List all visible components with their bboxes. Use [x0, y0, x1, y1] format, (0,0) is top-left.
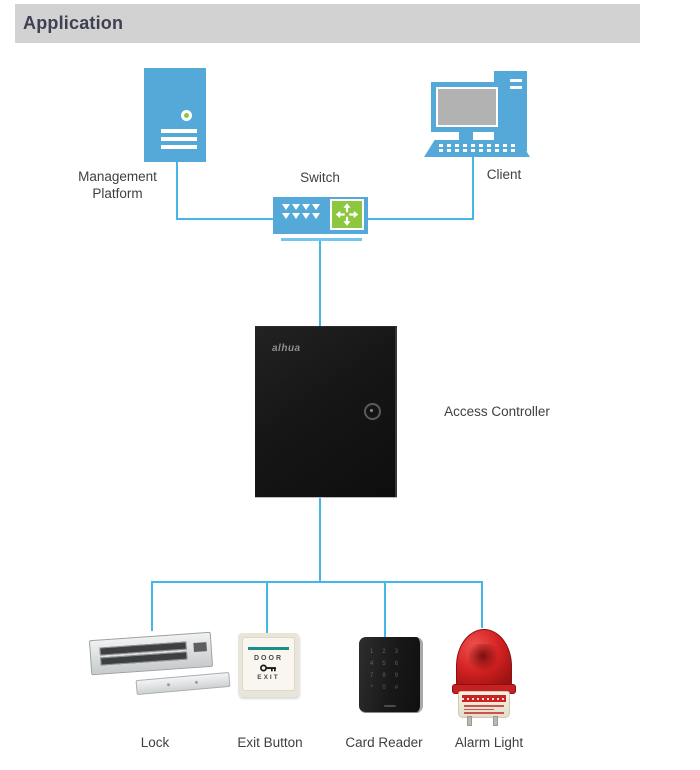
cabinet-lock-icon — [364, 403, 381, 420]
connector-line — [266, 581, 268, 634]
server-vents-icon — [161, 137, 197, 141]
page-title: Application — [23, 13, 124, 33]
switch-port-icon — [292, 213, 300, 219]
alarm-light-image — [449, 627, 517, 726]
connector-line — [368, 218, 474, 220]
connector-line — [151, 581, 483, 583]
server-vents-icon — [161, 129, 197, 133]
server-vents-icon — [161, 145, 197, 149]
alarm-light-label: Alarm Light — [454, 735, 524, 750]
exit-button-door-text: DOOR — [254, 655, 283, 662]
exit-button-image: DOOR EXIT — [238, 633, 299, 697]
route-arrows-icon — [330, 199, 364, 230]
server-icon — [144, 68, 206, 162]
access-controller-label: Access Controller — [444, 404, 550, 419]
exit-button-label: Exit Button — [237, 735, 303, 750]
magnetic-lock-image — [88, 626, 231, 702]
switch-base-icon — [281, 238, 362, 241]
connector-line — [151, 581, 153, 631]
section-header: Application — [15, 4, 640, 43]
reader-logo — [383, 705, 396, 707]
connector-line — [384, 581, 386, 638]
connector-line — [176, 218, 273, 220]
dahua-logo: alhua — [272, 343, 301, 354]
connector-line — [319, 240, 321, 328]
armature-plate — [135, 671, 231, 696]
server-led-icon — [181, 110, 192, 121]
connector-line — [472, 156, 474, 220]
connector-line — [176, 162, 178, 220]
switch-port-icon — [312, 213, 320, 219]
access-controller-image: alhua — [255, 326, 397, 497]
monitor-screen — [436, 87, 498, 127]
client-keyboard-icon — [424, 140, 530, 157]
monitor-stand-icon — [459, 131, 473, 141]
switch-port-icon — [302, 204, 310, 210]
switch-label: Switch — [300, 170, 340, 185]
connector-line — [319, 494, 321, 583]
exit-button-stripe — [247, 647, 290, 650]
switch-port-icon — [302, 213, 310, 219]
exit-button-exit-text: EXIT — [257, 674, 280, 681]
connector-line — [481, 581, 483, 628]
switch-icon — [273, 197, 368, 234]
switch-port-icon — [312, 204, 320, 210]
client-monitor-icon — [431, 82, 503, 132]
lock-label: Lock — [140, 735, 170, 750]
maglock-body — [88, 631, 214, 676]
card-reader-label: Card Reader — [345, 735, 423, 750]
key-icon — [259, 664, 276, 672]
switch-port-icon — [282, 204, 290, 210]
switch-port-icon — [282, 213, 290, 219]
switch-port-icon — [292, 204, 300, 210]
alarm-base — [458, 691, 510, 718]
alarm-dome — [456, 629, 512, 689]
alarm-sticker — [462, 695, 506, 702]
management-platform-label: Management Platform — [78, 169, 157, 201]
client-label: Client — [486, 167, 522, 182]
